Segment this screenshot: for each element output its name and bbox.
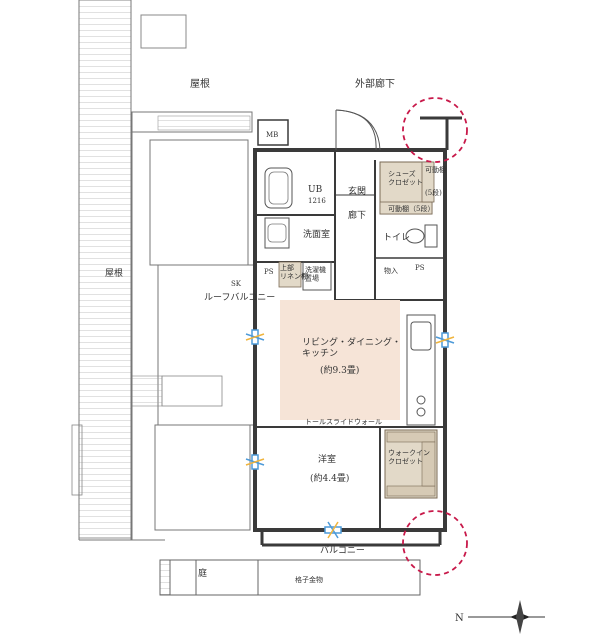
entrance-label: 玄関 xyxy=(348,185,366,197)
living-label: リビング・ダイニング・キッチン xyxy=(302,336,401,359)
balcony-label: バルコニー xyxy=(320,545,365,556)
shoes-closet-label: シューズクロゼット xyxy=(388,169,423,186)
handrail-label: 格子金物 xyxy=(295,575,323,584)
linen-label: 上部リネン棚 xyxy=(280,263,308,280)
garden-label: 庭 xyxy=(198,567,207,579)
living-size-label: (約9.3畳) xyxy=(320,364,359,376)
roof-top-label: 屋根 xyxy=(190,77,210,90)
roof-left-label: 屋根 xyxy=(105,267,123,279)
kitchen-counter xyxy=(406,314,436,426)
washroom-label: 洗面室 xyxy=(303,228,330,240)
compass-icon xyxy=(468,600,545,634)
shelf-bottom-label: 可動棚（5段） xyxy=(388,204,434,213)
north-label: N xyxy=(455,613,464,624)
balcony-area xyxy=(159,559,421,596)
ub-size-label: 1216 xyxy=(308,197,326,205)
highlight-circle-top xyxy=(402,97,468,163)
toilet-label: トイレ xyxy=(383,233,410,243)
walkin-label: ウォークインクロゼット xyxy=(388,449,430,465)
roof-balcony-label: ルーフバルコニー xyxy=(204,292,275,303)
corridor-label: 外部廊下 xyxy=(355,77,395,90)
highlight-circle-bottom xyxy=(402,510,468,576)
western-label: 洋室 xyxy=(318,453,336,465)
shelf-label-r2: (5段) xyxy=(425,188,442,197)
linen-shelf xyxy=(278,261,302,288)
roof-left-area xyxy=(71,0,165,541)
shelf-label-r: 可動棚 xyxy=(425,165,446,174)
entrance-doors xyxy=(335,109,381,151)
sk-label: SK xyxy=(231,280,242,288)
tall-wall-label: トールスライドウォール xyxy=(305,418,382,426)
living-floor xyxy=(280,300,400,420)
western-size-label: (約4.4畳) xyxy=(310,472,349,484)
ub-label: UB xyxy=(308,185,323,195)
washer-label: 洗濯機置場 xyxy=(305,265,326,282)
washbasin-icon xyxy=(264,217,290,249)
storage-label: 物入 xyxy=(384,266,398,275)
toilet-icon xyxy=(405,224,438,248)
ps-left-label: PS xyxy=(264,268,274,276)
roof-box xyxy=(140,14,187,49)
ps-right-label: PS xyxy=(415,264,425,272)
window-icon xyxy=(245,329,455,539)
mb-label: MB xyxy=(266,131,278,139)
washer-space xyxy=(302,261,332,291)
bathtub-icon xyxy=(264,167,293,209)
hallway-label: 廊下 xyxy=(348,209,366,221)
roof-balcony-area xyxy=(131,111,257,540)
